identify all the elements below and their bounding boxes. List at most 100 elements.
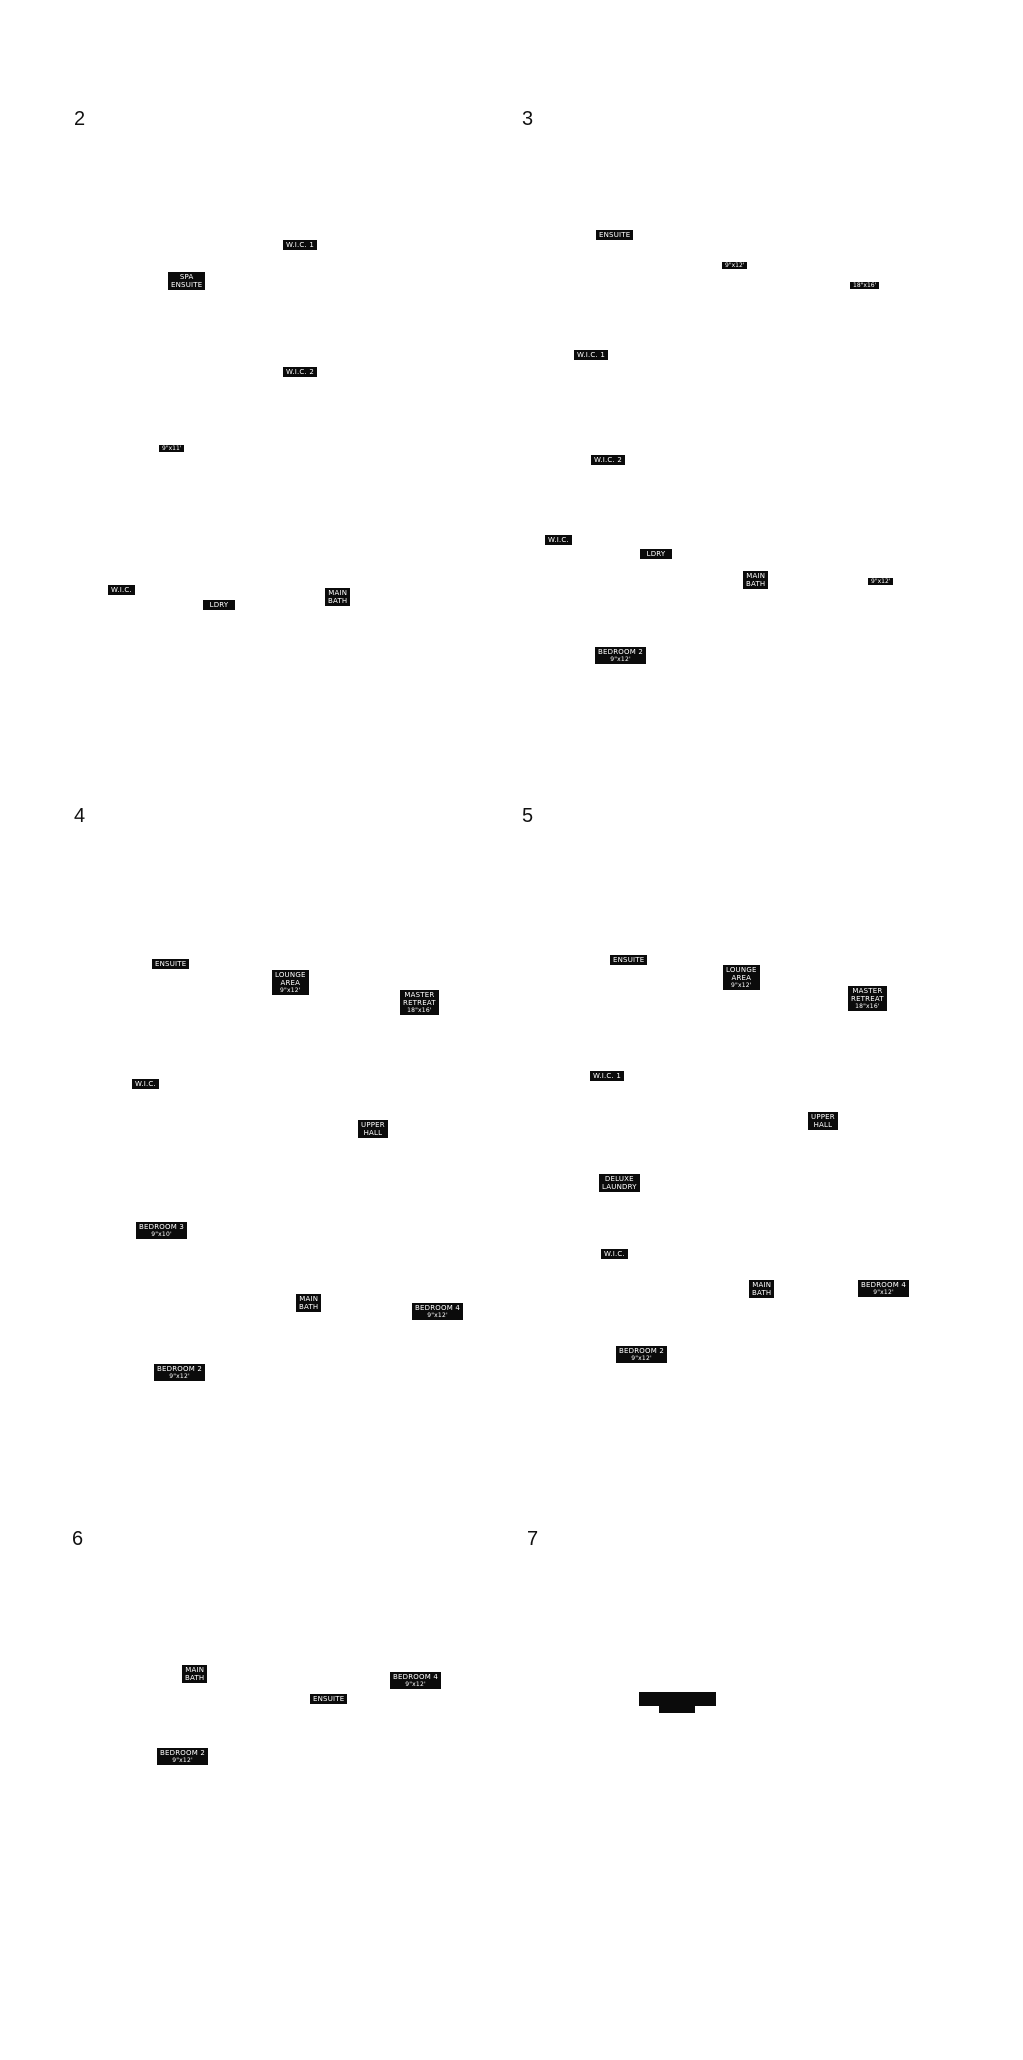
room-label-line: LOUNGE [275, 971, 306, 979]
room-label-line: LOUNGE [726, 966, 757, 974]
room-label-line: MAIN [752, 1281, 772, 1289]
room-label-ensuite: ENSUITE [310, 1694, 348, 1704]
room-label-line: BEDROOM 2 [160, 1749, 206, 1757]
room-label-wic-2: W.I.C. 2 [591, 455, 626, 465]
floorplan-panel-6: 6 MAIN BATH BEDROOM 4 9"x12' ENSUITE BED… [0, 1420, 442, 2060]
room-label-master-retreat: MASTER RETREAT 18"x16' [400, 990, 439, 1015]
floorplan-panel-5: 5 ENSUITE LOUNGE AREA 9"x12' MASTER RETR… [510, 700, 930, 1363]
room-label-line: DELUXE [604, 1175, 634, 1183]
room-label-line: BATH [185, 1674, 205, 1682]
panel-number: 3 [522, 108, 534, 130]
room-label-bedroom-2: BEDROOM 2 9"x12' [154, 1364, 206, 1381]
room-dimension: 9"x12' [169, 1373, 190, 1380]
room-label-line: W.I.C. 1 [577, 351, 606, 359]
room-label-bedroom-2: BEDROOM 2 9"x12' [157, 1748, 209, 1765]
room-label-ldry: LDRY [203, 600, 235, 610]
panel-number: 2 [74, 108, 86, 130]
room-label-line: LDRY [646, 550, 666, 558]
panel-number: 7 [527, 1528, 539, 1550]
floorplan-panel-2: 2 W.I.C. 1 SPA ENSUITE W.I.C. 2 9"x11' W… [0, 0, 420, 640]
room-label-lounge-area: LOUNGE AREA 9"x12' [272, 970, 309, 995]
redacted-label-block [659, 1705, 695, 1713]
redacted-label-block [639, 1692, 716, 1706]
room-label-line: BEDROOM 2 [157, 1365, 203, 1373]
room-label-line: W.I.C. [135, 1080, 156, 1088]
room-label-line: RETREAT [403, 999, 436, 1007]
room-label-line: SPA [179, 273, 194, 281]
room-dimension: 18"x16' [407, 1007, 432, 1014]
room-label-line: ENSUITE [599, 231, 631, 239]
room-dimension: 9"x12' [279, 987, 301, 994]
room-label-wic: W.I.C. [108, 585, 135, 595]
room-label-bedroom-2: BEDROOM 2 9"x12' [595, 647, 647, 664]
room-label-line: BATH [299, 1303, 319, 1311]
room-label-line: W.I.C. [111, 586, 132, 594]
room-label-wic: W.I.C. [132, 1079, 159, 1089]
room-dimension: 9"x12' [172, 1757, 193, 1764]
room-label-wic-1: W.I.C. 1 [283, 240, 318, 250]
room-label-line: HALL [813, 1121, 833, 1129]
room-label-wic-1: W.I.C. 1 [574, 350, 609, 360]
room-label-ldry: LDRY [640, 549, 672, 559]
room-label-line: ENSUITE [613, 956, 645, 964]
room-label-bedroom-4: BEDROOM 4 9"x12' [412, 1303, 464, 1320]
room-label-main-bath: MAIN BATH [296, 1294, 322, 1312]
room-label-lounge-area: LOUNGE AREA 9"x12' [723, 965, 760, 990]
room-label-line: BEDROOM 4 [393, 1673, 439, 1681]
room-label-line: W.I.C. 1 [286, 241, 315, 249]
room-dimension: 9"x12' [730, 982, 752, 989]
room-dimension: 9"x12' [610, 656, 631, 663]
room-label-wic: W.I.C. [601, 1249, 628, 1259]
room-label-upper-hall: UPPER HALL [808, 1112, 838, 1130]
room-dimension: 9"x12' [427, 1312, 448, 1319]
room-label-line: BATH [328, 597, 348, 605]
room-label-line: RETREAT [851, 995, 884, 1003]
room-label-bedroom-4: BEDROOM 4 9"x12' [858, 1280, 910, 1297]
panel-number: 4 [74, 805, 86, 827]
room-label-ensuite: ENSUITE [610, 955, 648, 965]
room-label-line: W.I.C. [548, 536, 569, 544]
room-label-line: AREA [280, 979, 301, 987]
room-label-line: LDRY [209, 601, 229, 609]
room-label-bedroom-4: BEDROOM 4 9"x12' [390, 1672, 442, 1689]
room-label-line: BEDROOM 3 [139, 1223, 185, 1231]
room-label-upper-hall: UPPER HALL [358, 1120, 388, 1138]
room-label-main-bath: MAIN BATH [325, 588, 351, 606]
room-label-ensuite: ENSUITE [152, 959, 190, 969]
panel-number: 6 [72, 1528, 84, 1550]
room-label-line: MASTER [404, 991, 435, 999]
room-label-line: MAIN [328, 589, 348, 597]
room-label-line: BATH [746, 580, 766, 588]
panel-number: 5 [522, 805, 534, 827]
room-label-main-bath: MAIN BATH [182, 1665, 208, 1683]
room-label-line: W.I.C. 1 [593, 1072, 622, 1080]
room-label-line: MASTER [852, 987, 883, 995]
room-label-line: AREA [731, 974, 752, 982]
floorplan-panel-3: 3 ENSUITE 9"x12' 18"x16' W.I.C. 1 W.I.C.… [510, 0, 930, 664]
room-label-line: UPPER [361, 1121, 385, 1129]
room-label-main-bath: MAIN BATH [743, 571, 769, 589]
room-label-line: ENSUITE [155, 960, 187, 968]
room-label-master-retreat: MASTER RETREAT 18"x16' [848, 986, 887, 1011]
dimension-label: 9"x12' [722, 262, 748, 269]
room-label-line: BATH [752, 1289, 772, 1297]
room-label-line: BEDROOM 4 [861, 1281, 907, 1289]
room-dimension: 18"x16' [855, 1003, 880, 1010]
room-dimension: 9"x12' [873, 1289, 894, 1296]
room-label-wic-2: W.I.C. 2 [283, 367, 318, 377]
room-label-line: LAUNDRY [602, 1183, 637, 1191]
room-label-line: MAIN [746, 572, 766, 580]
room-label-main-bath: MAIN BATH [749, 1280, 775, 1298]
dimension-label: 9"x11' [159, 445, 185, 452]
room-label-line: BEDROOM 2 [598, 648, 644, 656]
room-dimension: 9"x12' [631, 1355, 652, 1362]
room-label-line: HALL [363, 1129, 383, 1137]
room-label-bedroom-3: BEDROOM 3 9"x10' [136, 1222, 188, 1239]
floorplan-panel-4: 4 ENSUITE LOUNGE AREA 9"x12' MASTER RETR… [0, 700, 464, 1381]
room-label-line: ENSUITE [313, 1695, 345, 1703]
dimension-label: 9"x12' [868, 578, 894, 585]
room-label-ensuite: ENSUITE [596, 230, 634, 240]
room-label-bedroom-2: BEDROOM 2 9"x12' [616, 1346, 668, 1363]
room-label-deluxe-laundry: DELUXE LAUNDRY [599, 1174, 640, 1192]
floorplan-panel-7: 7 [510, 1420, 930, 2060]
